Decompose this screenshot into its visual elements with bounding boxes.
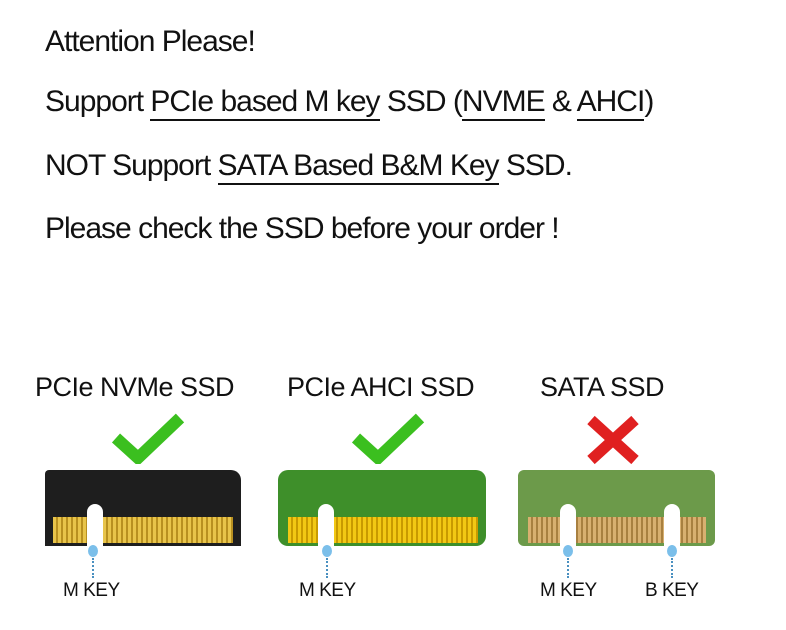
gold-fingers bbox=[53, 517, 233, 543]
sata-ssd-card bbox=[518, 470, 715, 546]
m-key-label: M KEY bbox=[299, 580, 356, 601]
t: AHCI bbox=[576, 85, 645, 121]
key-dot bbox=[563, 545, 573, 557]
card-title-ahci: PCIe AHCI SSD bbox=[287, 372, 475, 402]
card-title-sata: SATA SSD bbox=[540, 372, 665, 402]
check-icon bbox=[111, 413, 185, 464]
attention-heading: Attention Please! bbox=[45, 25, 256, 58]
card-title-nvme: PCIe NVMe SSD bbox=[35, 372, 235, 402]
b-key-label: B KEY bbox=[645, 580, 699, 601]
t: NOT Support bbox=[45, 149, 218, 182]
cross-icon bbox=[587, 415, 639, 465]
b-key-notch bbox=[664, 504, 680, 546]
t: NVME bbox=[461, 85, 546, 121]
t: SSD. bbox=[498, 149, 573, 182]
t: & bbox=[544, 85, 577, 118]
t: ) bbox=[644, 85, 654, 118]
ahci-ssd-card bbox=[278, 470, 486, 546]
t: SATA Based B&M Key bbox=[217, 149, 500, 185]
nvme-ssd-card bbox=[45, 470, 241, 546]
dotted-line bbox=[671, 558, 673, 578]
gold-fingers bbox=[288, 517, 478, 543]
dotted-line bbox=[326, 558, 328, 578]
m-key-label: M KEY bbox=[63, 580, 120, 601]
m-key-label: M KEY bbox=[540, 580, 597, 601]
key-dot bbox=[667, 545, 677, 557]
dotted-line bbox=[567, 558, 569, 578]
support-line: Support PCIe based M key SSD (NVME & AHC… bbox=[45, 85, 654, 121]
t: PCIe based M key bbox=[150, 85, 381, 121]
check-icon bbox=[351, 413, 425, 464]
t: SSD ( bbox=[379, 85, 463, 118]
not-support-line: NOT Support SATA Based B&M Key SSD. bbox=[45, 149, 573, 185]
dotted-line bbox=[92, 558, 94, 578]
m-key-notch bbox=[318, 504, 334, 546]
check-notice: Please check the SSD before your order ! bbox=[45, 212, 560, 245]
key-dot bbox=[88, 545, 98, 557]
m-key-notch bbox=[560, 504, 576, 546]
m-key-notch bbox=[87, 504, 103, 546]
t: Support bbox=[45, 85, 151, 118]
key-dot bbox=[322, 545, 332, 557]
